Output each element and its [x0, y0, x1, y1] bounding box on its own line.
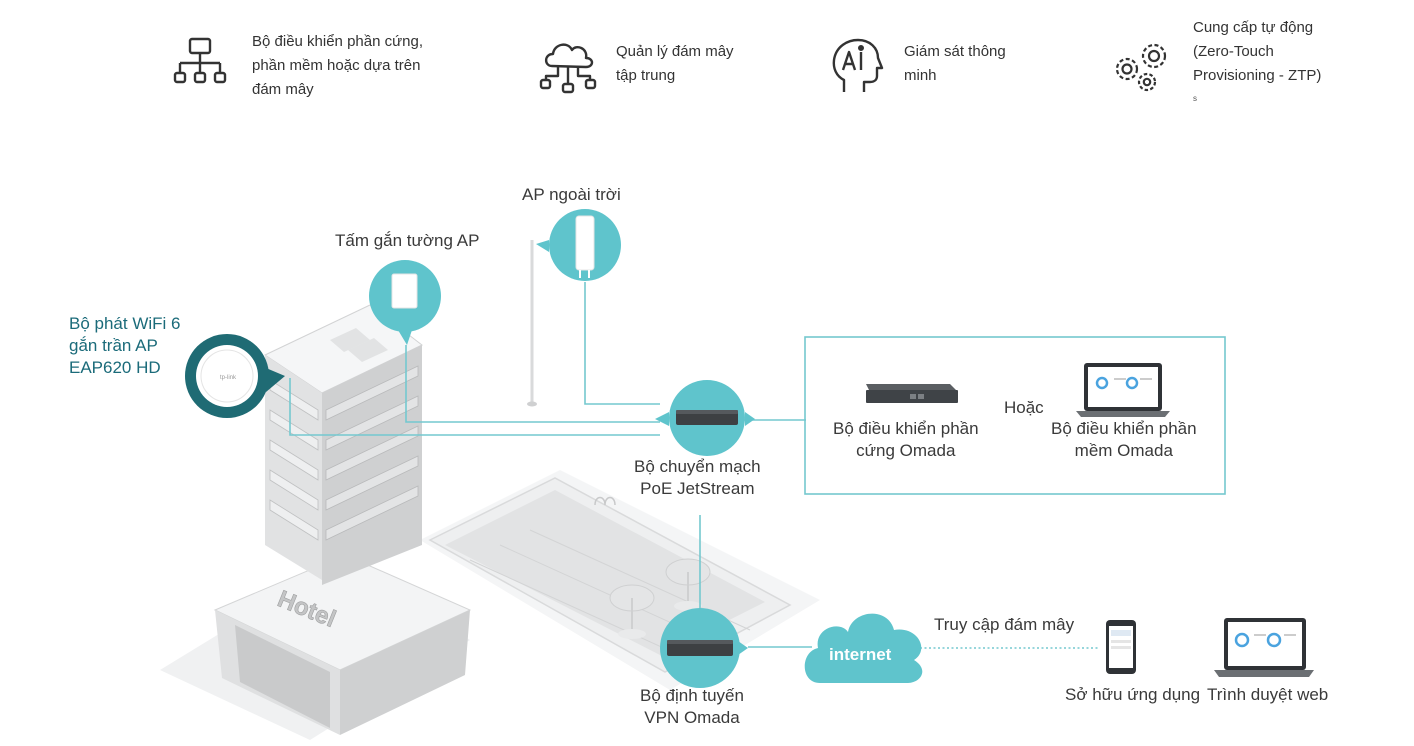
gears-icon [1115, 43, 1167, 92]
wall-ap-device [391, 273, 418, 309]
hotel-base [213, 554, 472, 735]
wall-ap-label: Tấm gắn tường AP [335, 231, 480, 250]
internet-cloud [804, 613, 923, 683]
switch-bubble [655, 380, 755, 456]
hardware-controller-device [866, 384, 958, 403]
feature-line: (Zero-Touch [1193, 43, 1274, 60]
switch-line: PoE JetStream [640, 479, 755, 498]
internet-label: internet [829, 645, 892, 664]
umbrella [665, 558, 711, 611]
ceiling-ap-bubble: tp-link [185, 334, 285, 418]
feature-cloud-text: Quản lý đám mây tập trung [616, 40, 734, 88]
router-label: Bộ định tuyến VPN Omada [640, 685, 744, 729]
ceiling-ap-line: Bộ phát WiFi 6 [69, 314, 181, 333]
ai-head-icon [832, 38, 884, 92]
app-label: Sở hữu ứng dụng [1065, 685, 1201, 704]
outdoor-ap-label: AP ngoài trời [522, 185, 621, 204]
router-line: Bộ định tuyến [640, 686, 744, 705]
hardware-controller-line: cứng Omada [856, 441, 956, 460]
network-hierarchy-icon [173, 37, 227, 84]
switch-line: Bộ chuyển mạch [634, 457, 761, 476]
hardware-controller-label: Bộ điều khiển phần cứng Omada [833, 418, 979, 462]
phone-device [1106, 620, 1136, 674]
feature-line: Quản lý đám mây [616, 43, 734, 60]
feature-line: đám mây [252, 81, 314, 98]
feature-ztp-text: Cung cấp tự động (Zero-Touch Provisionin… [1193, 16, 1321, 88]
footnote-mark: s [1193, 94, 1197, 103]
software-controller-line: Bộ điều khiển phần [1051, 419, 1197, 438]
feature-line: Giám sát thông [904, 43, 1006, 60]
feature-cloud: Quản lý đám mây tập trung [538, 36, 734, 96]
feature-line: Bộ điều khiển phần cứng, [252, 33, 423, 50]
ceiling-ap-line: EAP620 HD [69, 358, 161, 377]
software-controller-label: Bộ điều khiển phần mềm Omada [1051, 418, 1197, 462]
feature-monitoring-text: Giám sát thông minh [904, 40, 1006, 88]
hotel-tower [263, 304, 423, 585]
or-label: Hoặc [1004, 398, 1044, 417]
ceiling-ap-line: gắn trần AP [69, 336, 158, 355]
feature-line: phần mềm hoặc dựa trên [252, 57, 421, 74]
cloud-access-label: Truy cập đám mây [934, 615, 1075, 634]
umbrella [609, 584, 655, 639]
outdoor-ap-device [575, 215, 595, 271]
ceiling-ap-label: Bộ phát WiFi 6 gắn trần AP EAP620 HD [69, 313, 181, 379]
browser-label: Trình duyệt web [1207, 685, 1329, 704]
feature-line: Provisioning - ZTP) [1193, 67, 1322, 84]
software-controller-laptop [1076, 363, 1170, 417]
connection-lines [289, 282, 1226, 649]
feature-monitoring: Giám sát thông minh [828, 36, 1006, 96]
ceiling-ap-device [196, 345, 258, 407]
browser-laptop [1214, 618, 1314, 677]
feature-controller: Bộ điều khiển phần cứng, phần mềm hoặc d… [170, 30, 423, 102]
wall-ap-bubble [369, 260, 441, 345]
feature-line: tập trung [616, 67, 676, 84]
feature-controller-text: Bộ điều khiển phần cứng, phần mềm hoặc d… [252, 30, 423, 102]
outdoor-ap-bubble [536, 209, 621, 281]
feature-ztp: Cung cấp tự động (Zero-Touch Provisionin… [1112, 16, 1321, 103]
router-line: VPN Omada [644, 708, 740, 727]
hardware-controller-line: Bộ điều khiển phần [833, 419, 979, 438]
feature-line: minh [904, 67, 937, 84]
cloud-network-icon [539, 43, 597, 94]
software-controller-line: mềm Omada [1074, 441, 1173, 460]
svg-text:tp-link: tp-link [220, 375, 237, 381]
feature-line: Cung cấp tự động [1193, 19, 1314, 36]
router-bubble [660, 608, 748, 688]
switch-label: Bộ chuyển mạch PoE JetStream [634, 456, 761, 500]
